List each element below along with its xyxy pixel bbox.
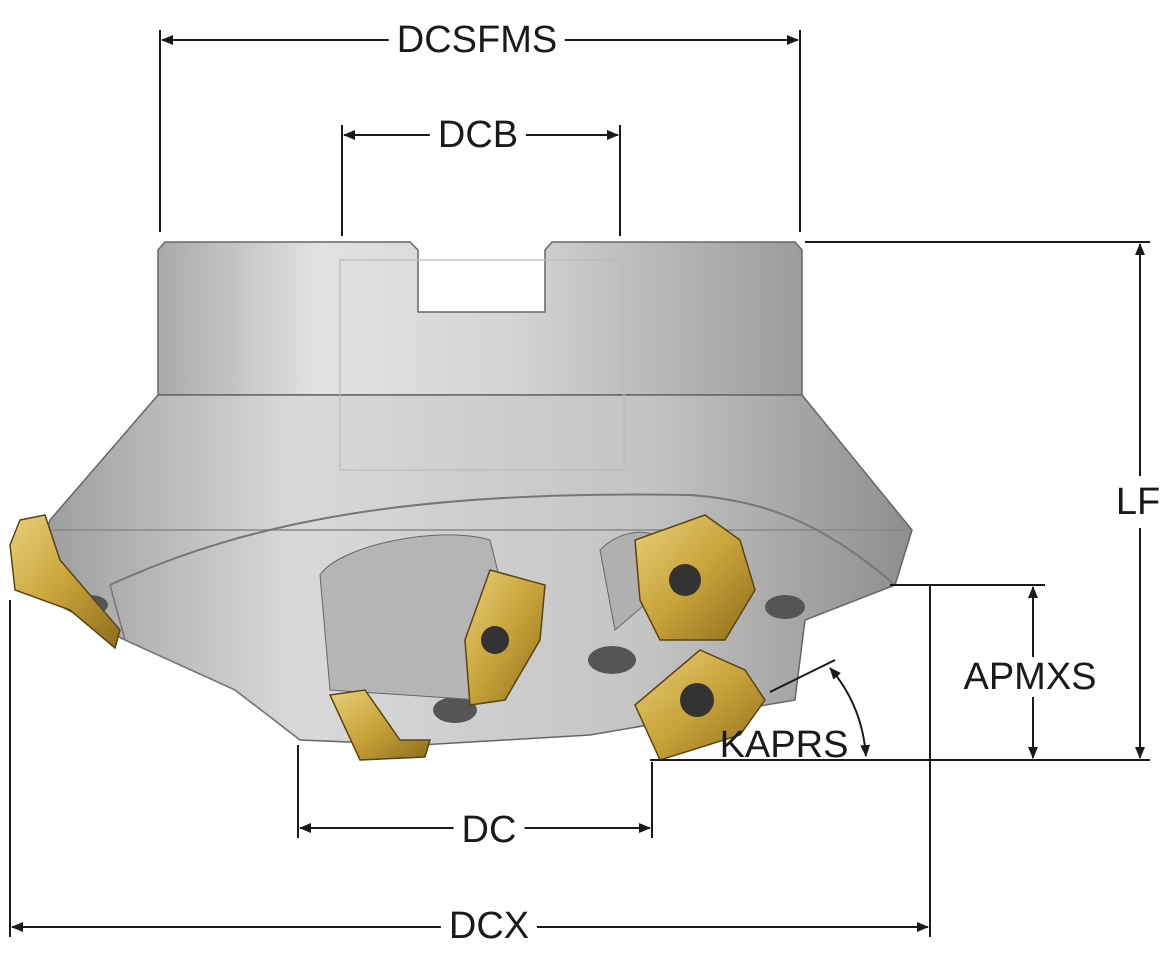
insert-bottom-left bbox=[328, 689, 432, 761]
kaprs-label: KAPRS bbox=[719, 724, 849, 766]
cutting-inserts bbox=[9, 514, 766, 761]
kaprs-arc bbox=[829, 667, 871, 757]
apmxs-label: APMXS bbox=[955, 657, 1105, 697]
dcx-label: DCX bbox=[440, 906, 538, 946]
lf-label: LF bbox=[1115, 476, 1161, 528]
insert-left bbox=[9, 514, 121, 650]
screw-icon bbox=[481, 626, 509, 654]
dc-label: DC bbox=[453, 810, 525, 850]
dcsfms-label: DCSFMS bbox=[388, 20, 566, 60]
screw-icon bbox=[669, 564, 701, 596]
dcb-label: DCB bbox=[429, 115, 527, 155]
screw-icon bbox=[680, 683, 714, 717]
